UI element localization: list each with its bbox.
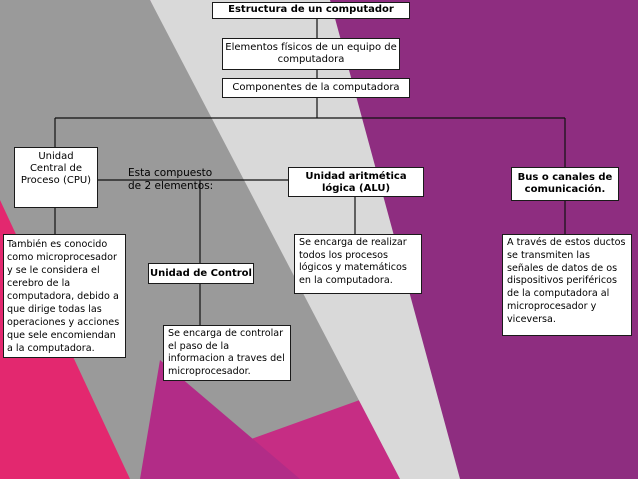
control-unit-label: Unidad de Control	[150, 268, 252, 279]
bus-label: Bus o canales de comunicación.	[517, 172, 613, 195]
cpu-description-box: También es conocido como microprocesador…	[3, 234, 126, 358]
background-small-triangle	[140, 360, 300, 479]
alu-description: Se encarga de realizar todos los proceso…	[299, 237, 407, 286]
cpu-box: Unidad Central de Proceso (CPU)	[14, 147, 98, 208]
bus-description-box: A través de estos ductos se transmiten l…	[502, 234, 632, 336]
alu-label: Unidad aritmética lógica (ALU)	[305, 171, 407, 194]
background-purple-right	[330, 0, 638, 479]
cpu-label: Unidad Central de Proceso (CPU)	[20, 151, 92, 186]
diagram-title: Estructura de un computador	[228, 4, 394, 15]
bus-box: Bus o canales de comunicación.	[511, 167, 619, 201]
bus-description: A través de estos ductos se transmiten l…	[507, 237, 626, 325]
alu-description-box: Se encarga de realizar todos los proceso…	[294, 234, 422, 294]
components-label: Componentes de la computadora	[232, 82, 400, 93]
title-box: Estructura de un computador	[212, 2, 410, 19]
cpu-note: Esta compuesto de 2 elementos:	[128, 167, 214, 192]
cpu-description: También es conocido como microprocesador…	[7, 239, 120, 354]
alu-box: Unidad aritmética lógica (ALU)	[288, 167, 424, 197]
control-unit-description-box: Se encarga de controlar el paso de la in…	[163, 325, 291, 381]
components-box: Componentes de la computadora	[222, 78, 410, 98]
diagram-subtitle: Elementos físicos de un equipo de comput…	[225, 42, 397, 65]
control-unit-description: Se encarga de controlar el paso de la in…	[168, 328, 285, 377]
control-unit-box: Unidad de Control	[148, 263, 254, 284]
subtitle-box: Elementos físicos de un equipo de comput…	[222, 38, 400, 70]
